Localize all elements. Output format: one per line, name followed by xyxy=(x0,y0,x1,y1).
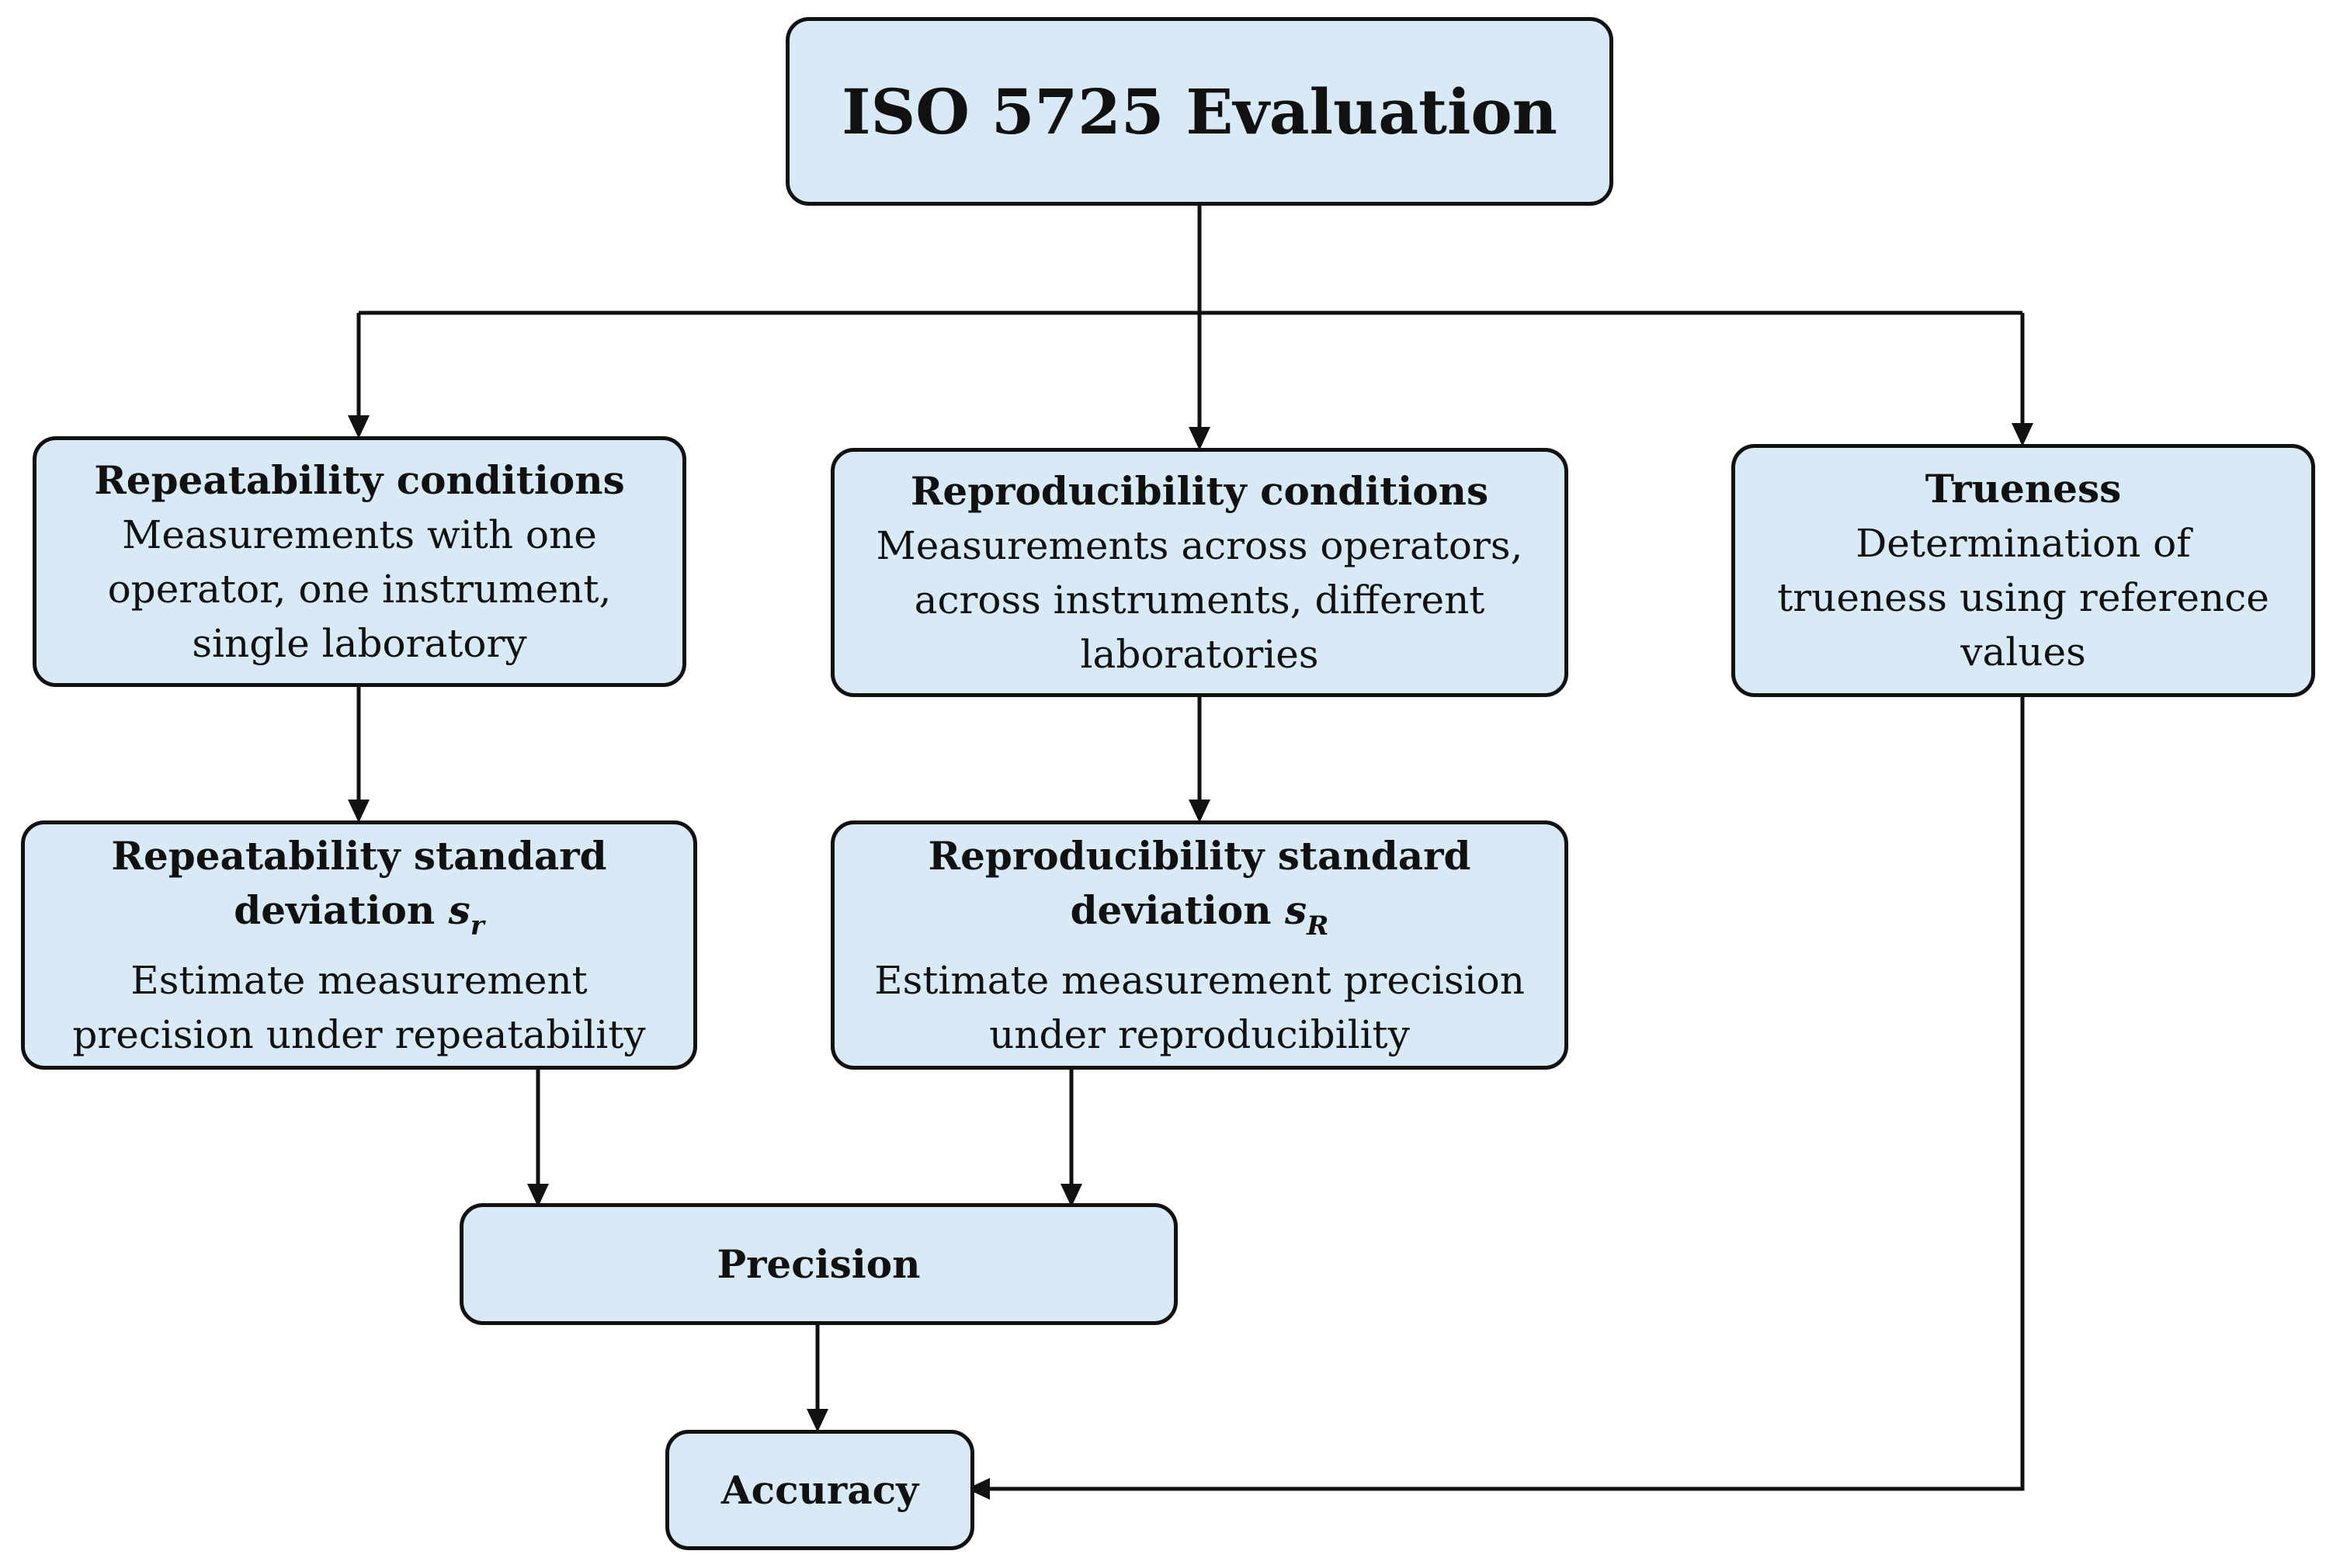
trueness-description: Determination of trueness using referenc… xyxy=(1777,521,2269,675)
arrowhead-reproducibility-conditions xyxy=(1189,427,1210,450)
root-box: ISO 5725 Evaluation xyxy=(786,17,1613,206)
arrowhead-repeatability-sd xyxy=(348,800,370,823)
accuracy-title: Accuracy xyxy=(720,1466,919,1513)
repeatability-sd-symbol: s xyxy=(448,886,470,933)
reproducibility-sd-title-line2: deviation sR xyxy=(1071,883,1329,953)
reproducibility-conditions-title: Reproducibility conditions xyxy=(910,467,1489,514)
connector-trueness-to-accuracy xyxy=(990,697,2025,1491)
precision-title: Precision xyxy=(717,1240,921,1287)
reproducibility-sd-subscript: R xyxy=(1307,910,1329,942)
accuracy-box: Accuracy xyxy=(665,1430,974,1550)
repeatability-sd-title-line2: deviation sr xyxy=(234,883,484,953)
reproducibility-sd-box: Reproducibility standard deviation sR Es… xyxy=(831,820,1568,1070)
reproducibility-sd-deviation-word: deviation xyxy=(1070,886,1272,933)
arrowhead-repeatability-conditions xyxy=(348,415,370,439)
repeatability-sd-subscript: r xyxy=(470,910,484,942)
arrowhead-accuracy-right xyxy=(967,1478,990,1500)
arrowhead-accuracy-top xyxy=(807,1409,828,1432)
repeatability-conditions-box: Repeatability conditions Measurements wi… xyxy=(33,436,686,687)
reproducibility-conditions-description: Measurements across operators, across in… xyxy=(876,522,1523,677)
repeatability-sd-title-line1: Repeatability standard xyxy=(111,832,607,879)
reproducibility-sd-symbol: s xyxy=(1285,886,1307,933)
arrowhead-precision-right xyxy=(1061,1184,1082,1207)
repeatability-conditions-description: Measurements with one operator, one inst… xyxy=(107,512,612,666)
trueness-box: Trueness Determination of trueness using… xyxy=(1731,444,2315,697)
precision-box: Precision xyxy=(460,1203,1178,1325)
repeatability-conditions-title: Repeatability conditions xyxy=(94,456,625,503)
arrowhead-trueness xyxy=(2012,423,2033,446)
reproducibility-sd-description: Estimate measurement precision under rep… xyxy=(874,957,1525,1057)
arrowhead-precision-left xyxy=(527,1184,549,1207)
repeatability-sd-box: Repeatability standard deviation sr Esti… xyxy=(21,820,697,1070)
repeatability-sd-description: Estimate measurement precision under rep… xyxy=(72,957,646,1057)
root-title: ISO 5725 Evaluation xyxy=(842,75,1557,148)
repeatability-sd-deviation-word: deviation xyxy=(234,886,436,933)
arrowhead-reproducibility-sd xyxy=(1189,800,1210,823)
trueness-title: Trueness xyxy=(1925,466,2122,512)
reproducibility-sd-title-line1: Reproducibility standard xyxy=(928,832,1471,879)
reproducibility-conditions-box: Reproducibility conditions Measurements … xyxy=(831,448,1568,697)
